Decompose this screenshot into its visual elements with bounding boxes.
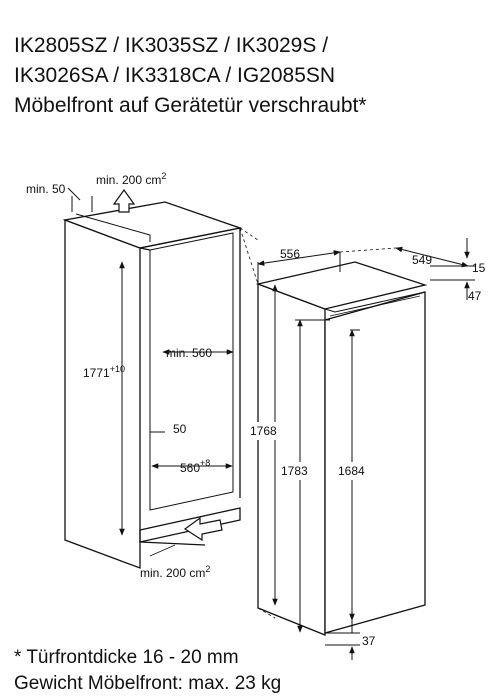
appliance-depth-label: 549 [412, 253, 432, 267]
vent-top-label: min. 200 cm2 [96, 171, 166, 187]
min-top-gap-label: min. 50 [26, 182, 66, 196]
door-offset-label: 47 [468, 289, 482, 303]
vent-top-arrow-icon [112, 188, 136, 213]
installation-subtitle: Möbelfront auf Gerätetür verschraubt* [14, 94, 367, 117]
niche-cabinet [62, 201, 259, 569]
niche-width-label: 560+8 [180, 458, 210, 475]
appliance-width-label: 556 [280, 247, 300, 261]
bottom-offset-label: 37 [362, 634, 376, 648]
door-height-label: 1684 [338, 464, 365, 478]
niche-side-gap-label: 50 [173, 422, 187, 436]
footnote-door-thickness: * Türfrontdicke 16 - 20 mm [14, 647, 239, 668]
models-line-1: IK2805SZ / IK3035SZ / IK3029S / [14, 34, 329, 57]
models-line-2: IK3026SA / IK3318CA / IG2085SN [14, 64, 336, 87]
total-height-label: 1783 [281, 464, 308, 478]
top-offset-label: 15 [472, 261, 486, 275]
niche-height-label: 1771+10 [83, 364, 125, 380]
niche-min-depth-label: min. 560 [166, 346, 212, 360]
vent-bottom-arrow-icon [183, 516, 223, 542]
cabinet-height-label: 1768 [250, 424, 277, 438]
footnote-front-weight: Gewicht Möbelfront: max. 23 kg [14, 673, 282, 694]
vent-bottom-label: min. 200 cm2 [140, 564, 210, 580]
